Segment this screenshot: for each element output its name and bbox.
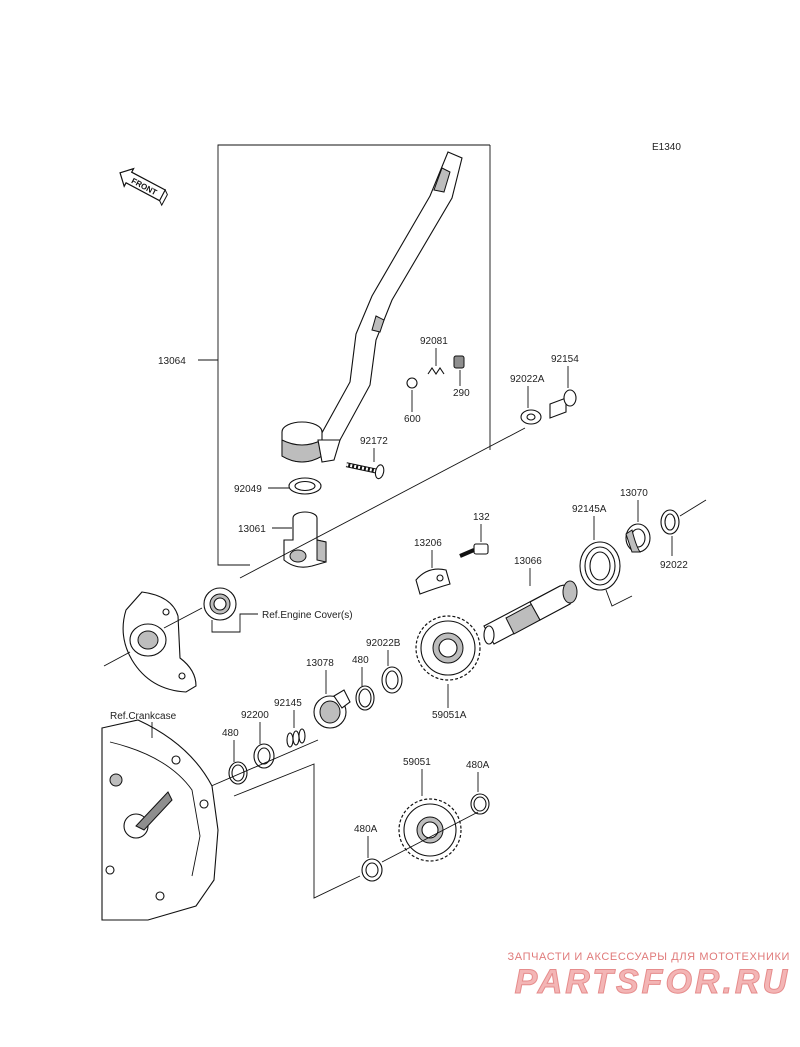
holder-13061 <box>283 511 327 568</box>
part-label-92081: 92081 <box>420 336 448 347</box>
part-label-480-lower: 480 <box>222 728 239 739</box>
washer-92022B <box>381 666 403 694</box>
part-label-600: 600 <box>404 414 421 425</box>
part-label-92049: 92049 <box>234 484 262 495</box>
ref-label-engine-cover: Ref.Engine Cover(s) <box>262 610 353 621</box>
engine-cover <box>122 591 197 693</box>
oil-seal-92049 <box>288 477 322 495</box>
part-label-92200: 92200 <box>241 710 269 721</box>
bolt-92154 <box>549 389 577 419</box>
bolt-92172 <box>345 462 385 480</box>
part-label-480: 480 <box>352 655 369 666</box>
diagram-code: E1340 <box>652 142 681 153</box>
part-label-480A-left: 480A <box>354 824 378 835</box>
ref-label-crankcase: Ref.Crankcase <box>110 711 177 722</box>
circlip-480A-left <box>361 858 383 882</box>
part-label-13206: 13206 <box>414 538 442 549</box>
spring-92145 <box>286 728 306 748</box>
part-label-480A-right: 480A <box>466 760 490 771</box>
part-label-92022A: 92022A <box>510 374 545 385</box>
spring-92081 <box>427 367 445 375</box>
washer-92022 <box>660 509 680 535</box>
idle-gear-59051 <box>398 798 462 862</box>
pin-290 <box>453 355 465 369</box>
kick-lever-arm <box>281 151 463 463</box>
kick-shaft-13066 <box>483 580 578 645</box>
part-label-92022: 92022 <box>660 560 688 571</box>
ratchet-13078 <box>313 689 351 729</box>
washer-92200 <box>253 743 275 769</box>
washer-92022A <box>520 409 542 425</box>
part-label-13066: 13066 <box>514 556 542 567</box>
part-label-132: 132 <box>473 512 490 523</box>
circlip-480-lower <box>228 761 248 785</box>
part-label-92172: 92172 <box>360 436 388 447</box>
part-label-92154: 92154 <box>551 354 579 365</box>
kick-pedal-assembly-frame <box>198 144 491 566</box>
part-label-92145A: 92145A <box>572 504 607 515</box>
part-label-13061: 13061 <box>238 524 266 535</box>
bolt-132 <box>459 543 489 558</box>
part-label-59051: 59051 <box>403 757 431 768</box>
collar-13070 <box>625 523 651 553</box>
crankcase <box>101 719 219 921</box>
part-label-92022B: 92022B <box>366 638 401 649</box>
part-label-290: 290 <box>453 388 470 399</box>
kick-gear-59051A <box>415 615 481 681</box>
watermark-logo: PARTSFOR.RU <box>514 963 790 1002</box>
part-label-13078: 13078 <box>306 658 334 669</box>
engine-cover-seal <box>203 587 237 621</box>
part-label-59051A: 59051A <box>432 710 467 721</box>
part-label-13070: 13070 <box>620 488 648 499</box>
part-label-13064: 13064 <box>158 356 186 367</box>
circlip-480A-right <box>470 793 490 815</box>
torsion-spring-92145A <box>579 541 633 607</box>
ratchet-guide-13206 <box>415 568 451 595</box>
front-arrow-icon: FRONT <box>119 167 168 207</box>
part-label-92145: 92145 <box>274 698 302 709</box>
watermark-tagline: ЗАПЧАСТИ И АКСЕССУАРЫ ДЛЯ МОТОТЕХНИКИ <box>507 951 790 963</box>
circlip-480 <box>355 685 375 711</box>
ball-600 <box>406 377 418 389</box>
